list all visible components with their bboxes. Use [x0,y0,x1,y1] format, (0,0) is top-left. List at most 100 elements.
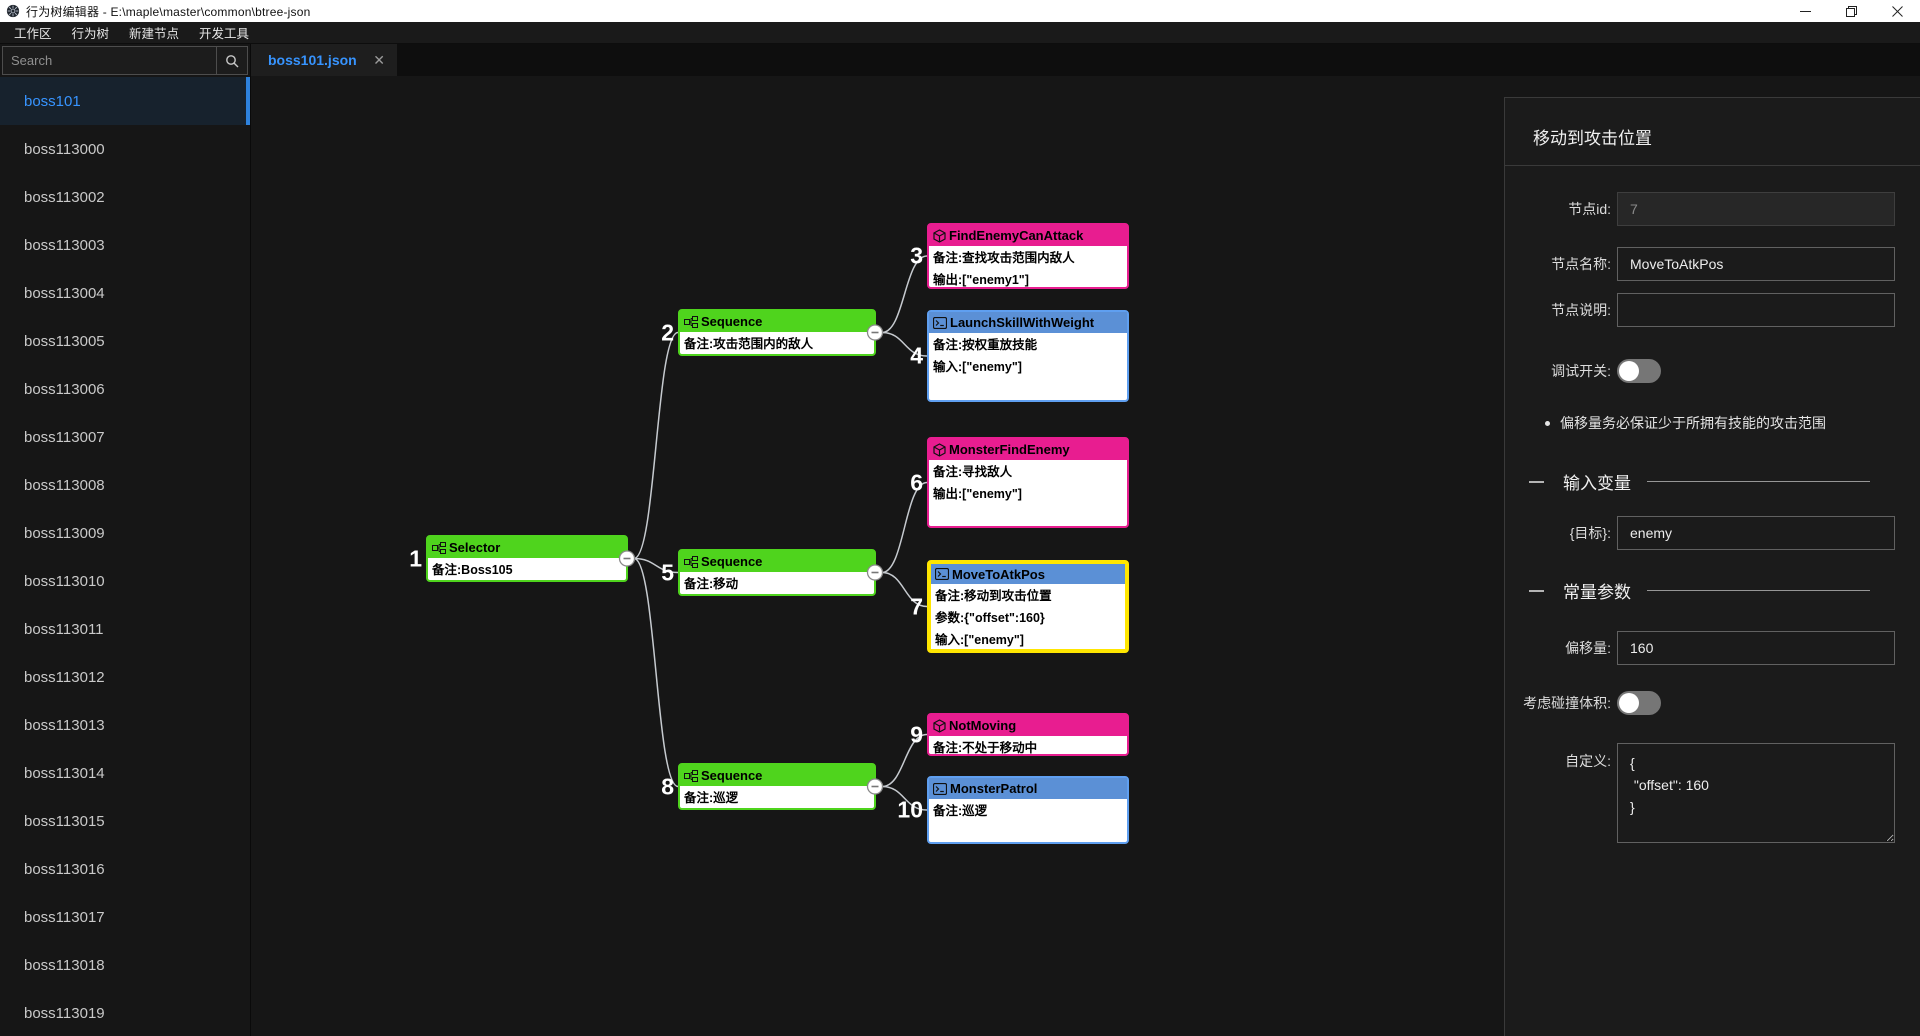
sidebar-item-label: boss113010 [24,572,105,590]
node-body-line: 备注:寻找敌人 [933,465,1013,479]
bt-node-MonsterPatrol[interactable]: MonsterPatrol 备注:巡逻 [927,776,1129,844]
sidebar-item-boss113018[interactable]: boss113018 [0,941,250,989]
menu-item-0[interactable]: 工作区 [14,27,52,41]
const-params-title: 常量参数 [1563,583,1631,602]
tab-close-icon[interactable]: ✕ [373,52,385,68]
inspector-title: 移动到攻击位置 [1505,98,1920,166]
menu-item-1[interactable]: 行为树 [71,27,110,41]
tab-boss101.json[interactable]: boss101.json ✕ [251,44,397,76]
sidebar-item-boss113014[interactable]: boss113014 [0,749,250,797]
sidebar-item-boss113013[interactable]: boss113013 [0,701,250,749]
node-name-row: 节点名称: [1505,247,1895,281]
sidebar-item-boss113009[interactable]: boss113009 [0,509,250,557]
node-body: 备注:移动 [680,572,874,595]
offset-field[interactable] [1617,631,1895,665]
node-name-label: MoveToAtkPos [952,566,1045,582]
sidebar-item-boss113004[interactable]: boss113004 [0,269,250,317]
sidebar-item-label: boss113011 [24,620,104,638]
sidebar-item-boss113016[interactable]: boss113016 [0,845,250,893]
sidebar-item-boss113003[interactable]: boss113003 [0,221,250,269]
minimize-button[interactable] [1782,0,1828,22]
section-collapse-dash[interactable] [1529,480,1544,483]
node-name-field[interactable] [1617,247,1895,281]
sidebar-item-boss113012[interactable]: boss113012 [0,653,250,701]
custom-json-field[interactable]: { "offset": 160 } [1617,743,1895,843]
sidebar-item-boss101[interactable]: boss101 [0,77,250,125]
sidebar-item-label: boss113013 [24,716,105,734]
node-body-line: 备注:移动 [684,577,739,591]
node-name-label: Selector [449,540,501,555]
node-name-label: LaunchSkillWithWeight [950,315,1095,330]
node-number: 3 [910,242,923,269]
composite-icon [684,769,698,782]
target-field[interactable] [1617,516,1895,550]
node-header: LaunchSkillWithWeight [929,312,1127,333]
tab-label: boss101.json [268,52,357,68]
sidebar-item-boss113002[interactable]: boss113002 [0,173,250,221]
edge-5-7 [881,571,928,608]
inspector-form: 节点id: 节点名称: 节点说明: 调试开关: 偏移量务必保证少于所拥有技能的攻… [1505,192,1920,843]
sidebar-item-boss113015[interactable]: boss113015 [0,797,250,845]
close-button[interactable] [1874,0,1920,22]
sidebar-item-boss113007[interactable]: boss113007 [0,413,250,461]
tab-bar: boss101.json ✕ [251,44,1920,76]
edge-8-9 [881,733,928,788]
condition-icon [933,442,946,457]
node-body-line: 输入:["enemy"] [933,360,1022,374]
collision-toggle-label: 考虑碰撞体积: [1523,695,1611,711]
collision-toggle[interactable] [1617,691,1661,715]
sidebar-item-boss113005[interactable]: boss113005 [0,317,250,365]
close-icon [1891,5,1903,17]
sidebar-item-boss113006[interactable]: boss113006 [0,365,250,413]
menu-item-2[interactable]: 新建节点 [129,27,180,41]
section-rule [1647,481,1870,482]
node-header: MonsterPatrol [929,778,1127,799]
sidebar-item-boss113008[interactable]: boss113008 [0,461,250,509]
node-number: 9 [910,721,923,747]
offset-note-text: 偏移量务必保证少于所拥有技能的攻击范围 [1560,415,1826,431]
sidebar-item-boss113010[interactable]: boss113010 [0,557,250,605]
section-collapse-dash[interactable] [1529,589,1544,592]
debug-toggle[interactable] [1617,359,1661,383]
node-name-label: Sequence [701,314,763,329]
node-body-line: 备注:Boss105 [432,563,513,577]
node-number: 7 [910,593,923,619]
restore-button[interactable] [1828,0,1874,22]
bt-node-LaunchSkillWithWeight[interactable]: LaunchSkillWithWeight 备注:按权重放技能输入:["enemy… [927,310,1129,402]
sidebar-item-boss113011[interactable]: boss113011 [0,605,250,653]
node-body-line: 备注:巡逻 [933,804,988,818]
node-body: 备注:按权重放技能输入:["enemy"] [929,333,1127,378]
collision-toggle-row: 考虑碰撞体积: [1505,691,1895,715]
window-title: 行为树编辑器 - E:\maple\master\common\btree-js… [26,4,311,19]
sidebar-item-label: boss113008 [24,476,105,494]
sidebar-item-label: boss113002 [24,188,105,206]
bt-node-Selector[interactable]: Selector 备注:Boss105 [426,535,628,582]
menu-item-3[interactable]: 开发工具 [199,27,250,41]
sidebar-item-boss113000[interactable]: boss113000 [0,125,250,173]
edge-1-5 [633,557,679,574]
input-vars-title: 输入变量 [1563,474,1631,493]
sidebar-item-label: boss113003 [24,236,105,254]
sidebar-item-label: boss113012 [24,668,105,686]
node-number: 10 [897,796,923,823]
sidebar-item-label: boss113006 [24,380,105,398]
node-body: 备注:巡逻 [929,799,1127,822]
node-number: 5 [661,559,674,585]
sidebar-item-boss113017[interactable]: boss113017 [0,893,250,941]
search-button[interactable] [217,46,248,75]
search-input[interactable] [2,46,217,75]
sidebar-item-label: boss113015 [24,812,105,830]
sidebar-item-boss113019[interactable]: boss113019 [0,989,250,1036]
restore-icon [1845,5,1857,17]
node-desc-label: 节点说明: [1551,302,1611,318]
node-desc-field[interactable] [1617,293,1895,327]
